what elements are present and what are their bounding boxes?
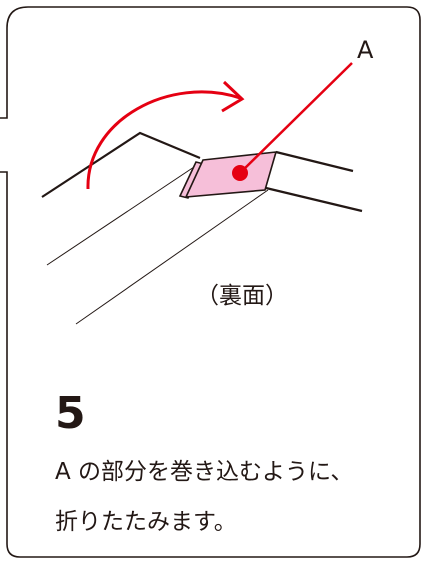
instruction-line-1: A の部分を巻き込むように、 [55,459,354,485]
point-a-dot [232,165,248,181]
point-label: A [357,36,374,64]
paper-edge-right [275,150,354,173]
step-number: 5 [55,388,86,439]
paper-lower-edge [265,186,363,213]
fold-arrow-head [221,80,245,113]
card-border [0,6,421,558]
fold-arrow-curve [86,90,241,190]
paper-edge-left [41,131,201,198]
paper-guide-line-2 [75,189,269,325]
instruction-line-2: 折りたたみます。 [55,509,237,535]
paper-guide-line-1 [46,164,198,266]
leader-line-a [239,62,353,174]
folded-flap-a [184,151,278,198]
back-side-note: （裏面） [196,283,288,309]
